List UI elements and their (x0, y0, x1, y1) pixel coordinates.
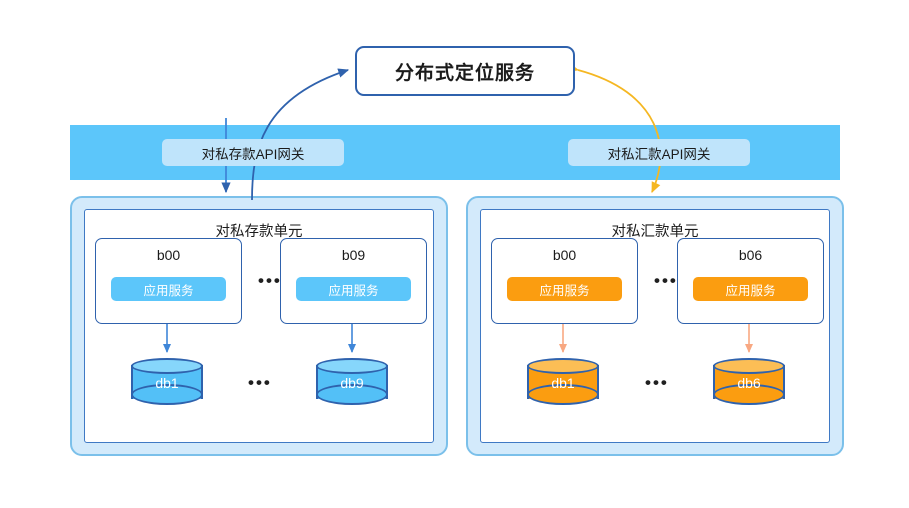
app-node-remittance-b00-id: b00 (552, 247, 577, 263)
ellipsis-deposit-databases: ••• (248, 373, 272, 392)
app-node-remittance-b00[interactable]: b00 应用服务 (491, 238, 638, 324)
ellipsis-deposit-apps: ••• (258, 271, 282, 290)
root-node-label: 分布式定位服务 (394, 62, 535, 84)
cylinder-top-icon (713, 358, 785, 374)
gateway-chip-remittance-label: 对私汇款API网关 (607, 146, 711, 162)
cylinder-bottom-icon (131, 384, 203, 405)
app-node-deposit-b09[interactable]: b09 应用服务 (280, 238, 427, 324)
database-deposit-db9-label: db9 (340, 375, 364, 391)
root-node-distributed-locator[interactable]: 分布式定位服务 (355, 46, 575, 96)
database-deposit-db1[interactable]: db1 (131, 358, 203, 406)
app-node-remittance-b06-id: b06 (738, 247, 763, 263)
cylinder-top-icon (527, 358, 599, 374)
unit-container-deposit[interactable]: 对私存款单元 (70, 196, 448, 456)
gateway-chip-remittance[interactable]: 对私汇款API网关 (568, 139, 750, 166)
service-chip-remittance-b06[interactable]: 应用服务 (693, 277, 808, 301)
service-chip-remittance-b00[interactable]: 应用服务 (507, 277, 622, 301)
ellipsis-remittance-databases: ••• (645, 373, 669, 392)
app-node-deposit-b00[interactable]: b00 应用服务 (95, 238, 242, 324)
service-chip-deposit-b09-label: 应用服务 (328, 283, 379, 298)
database-deposit-db9[interactable]: db9 (316, 358, 388, 406)
cylinder-top-icon (131, 358, 203, 374)
database-remittance-db1[interactable]: db1 (527, 358, 599, 406)
app-node-deposit-b09-id: b09 (341, 247, 366, 263)
cylinder-bottom-icon (316, 384, 388, 405)
cylinder-top-icon (316, 358, 388, 374)
gateway-chip-deposit-label: 对私存款API网关 (201, 146, 305, 162)
app-node-remittance-b06[interactable]: b06 应用服务 (677, 238, 824, 324)
app-node-deposit-b00-id: b00 (156, 247, 181, 263)
database-remittance-db1-label: db1 (551, 375, 575, 391)
service-chip-deposit-b09[interactable]: 应用服务 (296, 277, 411, 301)
service-chip-deposit-b00[interactable]: 应用服务 (111, 277, 226, 301)
service-chip-deposit-b00-label: 应用服务 (143, 283, 194, 298)
cylinder-bottom-icon (713, 384, 785, 405)
unit-container-remittance[interactable]: 对私汇款单元 (466, 196, 844, 456)
ellipsis-remittance-apps: ••• (654, 271, 678, 290)
database-remittance-db6-label: db6 (737, 375, 761, 391)
database-remittance-db6[interactable]: db6 (713, 358, 785, 406)
service-chip-remittance-b06-label: 应用服务 (725, 283, 776, 298)
gateway-chip-deposit[interactable]: 对私存款API网关 (162, 139, 344, 166)
service-chip-remittance-b00-label: 应用服务 (539, 283, 590, 298)
database-deposit-db1-label: db1 (155, 375, 179, 391)
cylinder-bottom-icon (527, 384, 599, 405)
unit-title-remittance: 对私汇款单元 (611, 224, 699, 240)
unit-title-deposit: 对私存款单元 (215, 224, 303, 240)
